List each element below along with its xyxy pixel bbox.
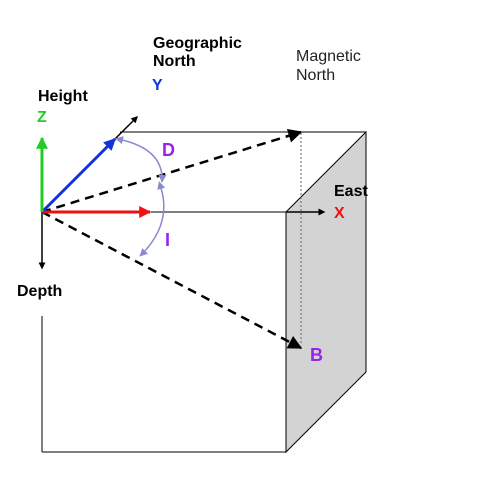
geographic-north-label: Geographic North bbox=[153, 35, 242, 70]
inclination-label: I bbox=[165, 230, 171, 250]
y-axis-arrow bbox=[40, 137, 117, 214]
y-axis-label: Y bbox=[152, 77, 163, 94]
field-vector-b bbox=[41, 210, 303, 350]
depth-label: Depth bbox=[17, 283, 63, 300]
z-axis-label: Z bbox=[37, 109, 47, 126]
cube-right-face bbox=[285, 130, 367, 454]
declination-label: D bbox=[162, 140, 175, 160]
x-axis-label: X bbox=[334, 205, 345, 222]
magnetic-north-label: Magnetic North bbox=[296, 48, 361, 84]
east-label: East bbox=[334, 183, 368, 200]
height-label: Height bbox=[38, 88, 88, 105]
magnetic-north-vector bbox=[41, 129, 303, 214]
declination-arc bbox=[114, 136, 167, 183]
inclination-arc bbox=[139, 181, 166, 257]
field-vector-label: B bbox=[310, 345, 323, 365]
